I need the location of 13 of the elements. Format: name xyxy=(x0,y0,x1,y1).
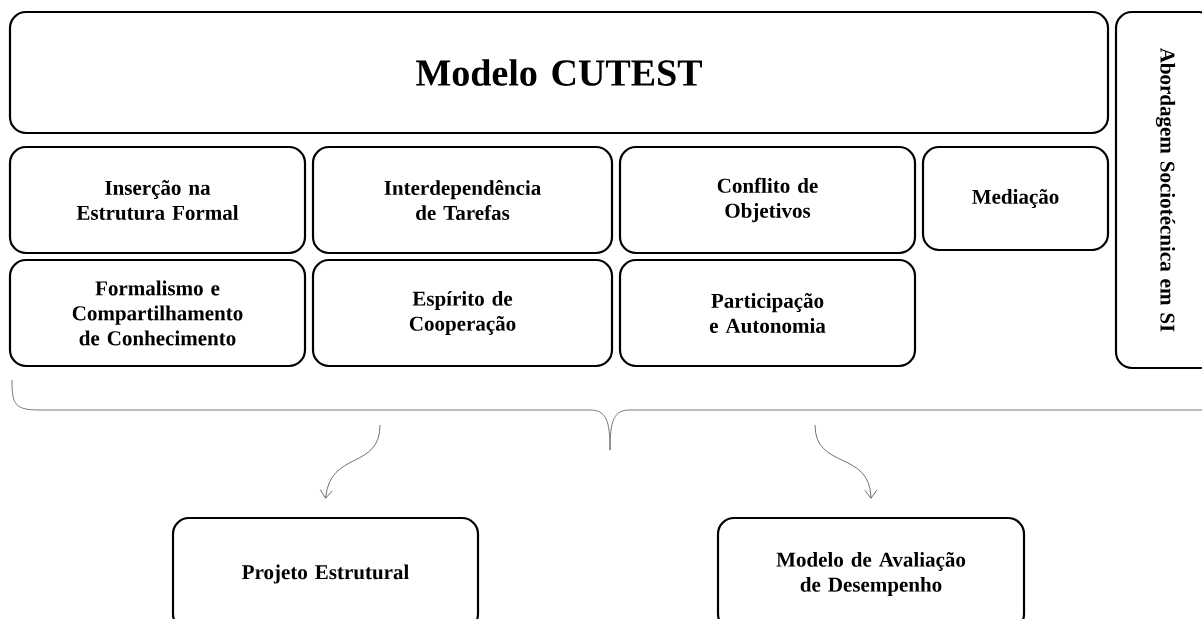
concept-box: Modelo de Avaliação de Desempenho xyxy=(716,516,1026,619)
concept-box: Inserção na Estrutura Formal xyxy=(8,145,307,255)
concept-box: Conflito de Objetivos xyxy=(618,145,917,255)
concept-box: Mediação xyxy=(921,145,1110,252)
side-box: Abordagem Sociotécnica em SI xyxy=(1114,10,1202,370)
title-box: Modelo CUTEST xyxy=(8,10,1110,135)
concept-box: Interdependência de Tarefas xyxy=(311,145,614,255)
curved-arrow xyxy=(319,424,381,499)
concept-box: Espírito de Cooperação xyxy=(311,258,614,368)
concept-box: Formalismo e Compartilhamento de Conhecimento xyxy=(8,258,307,368)
concept-box: Projeto Estrutural xyxy=(171,516,480,619)
curved-arrow xyxy=(814,424,878,499)
concept-box: Participação e Autonomia xyxy=(618,258,917,368)
